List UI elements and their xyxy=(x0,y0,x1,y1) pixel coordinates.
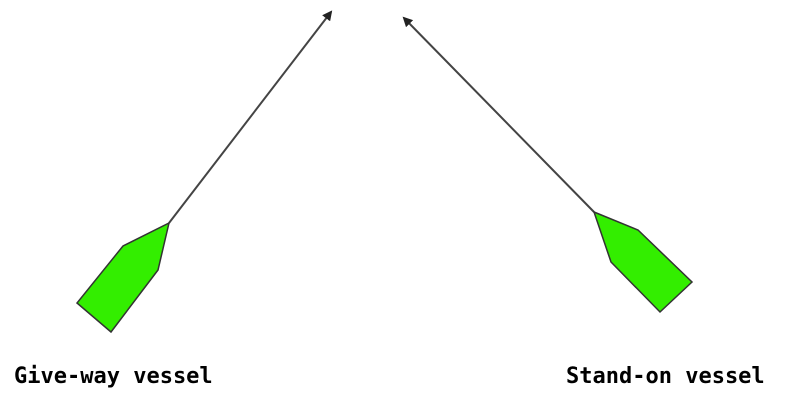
give-way-vessel-icon xyxy=(75,221,171,334)
give-way-vessel-label: Give-way vessel xyxy=(14,364,213,389)
stand-on-vessel-icon xyxy=(592,210,694,314)
stand-on-heading-arrow xyxy=(402,16,595,213)
stand-on-vessel-label: Stand-on vessel xyxy=(566,364,765,389)
give-way-heading-arrow xyxy=(168,10,333,224)
